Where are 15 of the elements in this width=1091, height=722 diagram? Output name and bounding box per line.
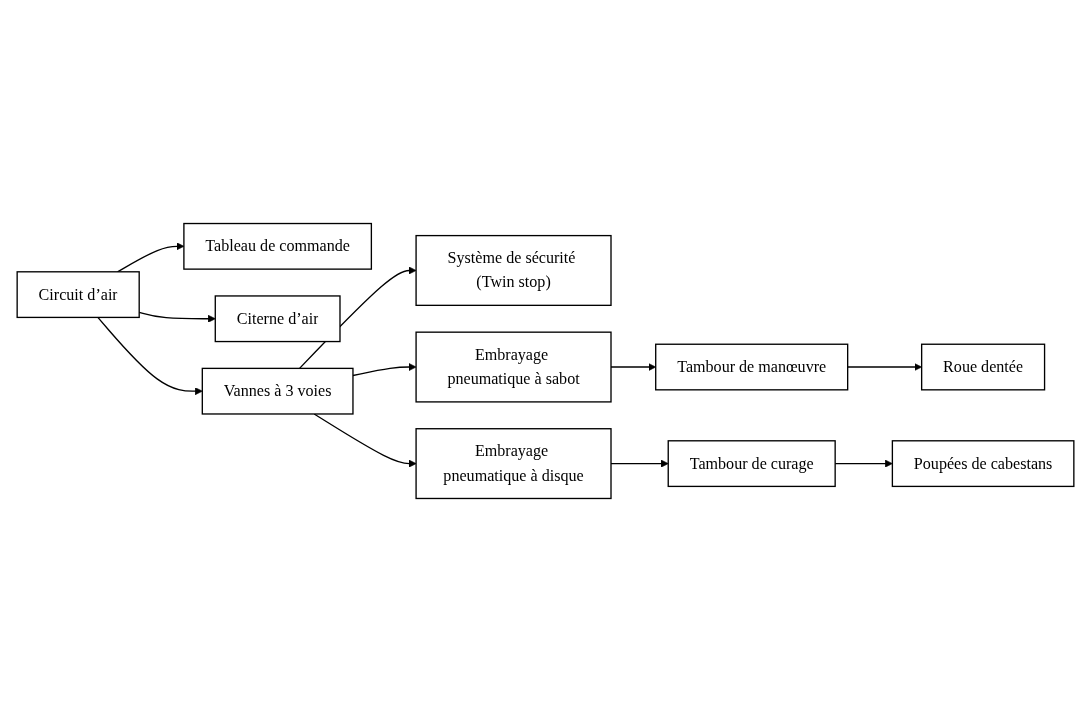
node-box: Vannes à 3 voies [201, 367, 354, 415]
arrow [313, 413, 417, 468]
arrow [847, 363, 922, 371]
node-box: Poupées de cabestans [891, 440, 1075, 488]
arrow [97, 316, 203, 396]
node-box: Circuit d’air [16, 271, 140, 319]
node-box: Embrayage pneumatique à sabot [415, 331, 612, 403]
node-box: Tambour de curage [667, 440, 836, 488]
node-box: Embrayage pneumatique à disque [415, 428, 612, 500]
node-box: Tableau de commande [183, 222, 373, 270]
node-box: Système de sécurité (Twin stop) [415, 234, 612, 306]
node-box: Citerne d’air [214, 295, 341, 343]
node-box: Tambour de manœuvre [655, 343, 849, 391]
arrow [352, 363, 417, 377]
node-box: Roue dentée [921, 343, 1046, 391]
